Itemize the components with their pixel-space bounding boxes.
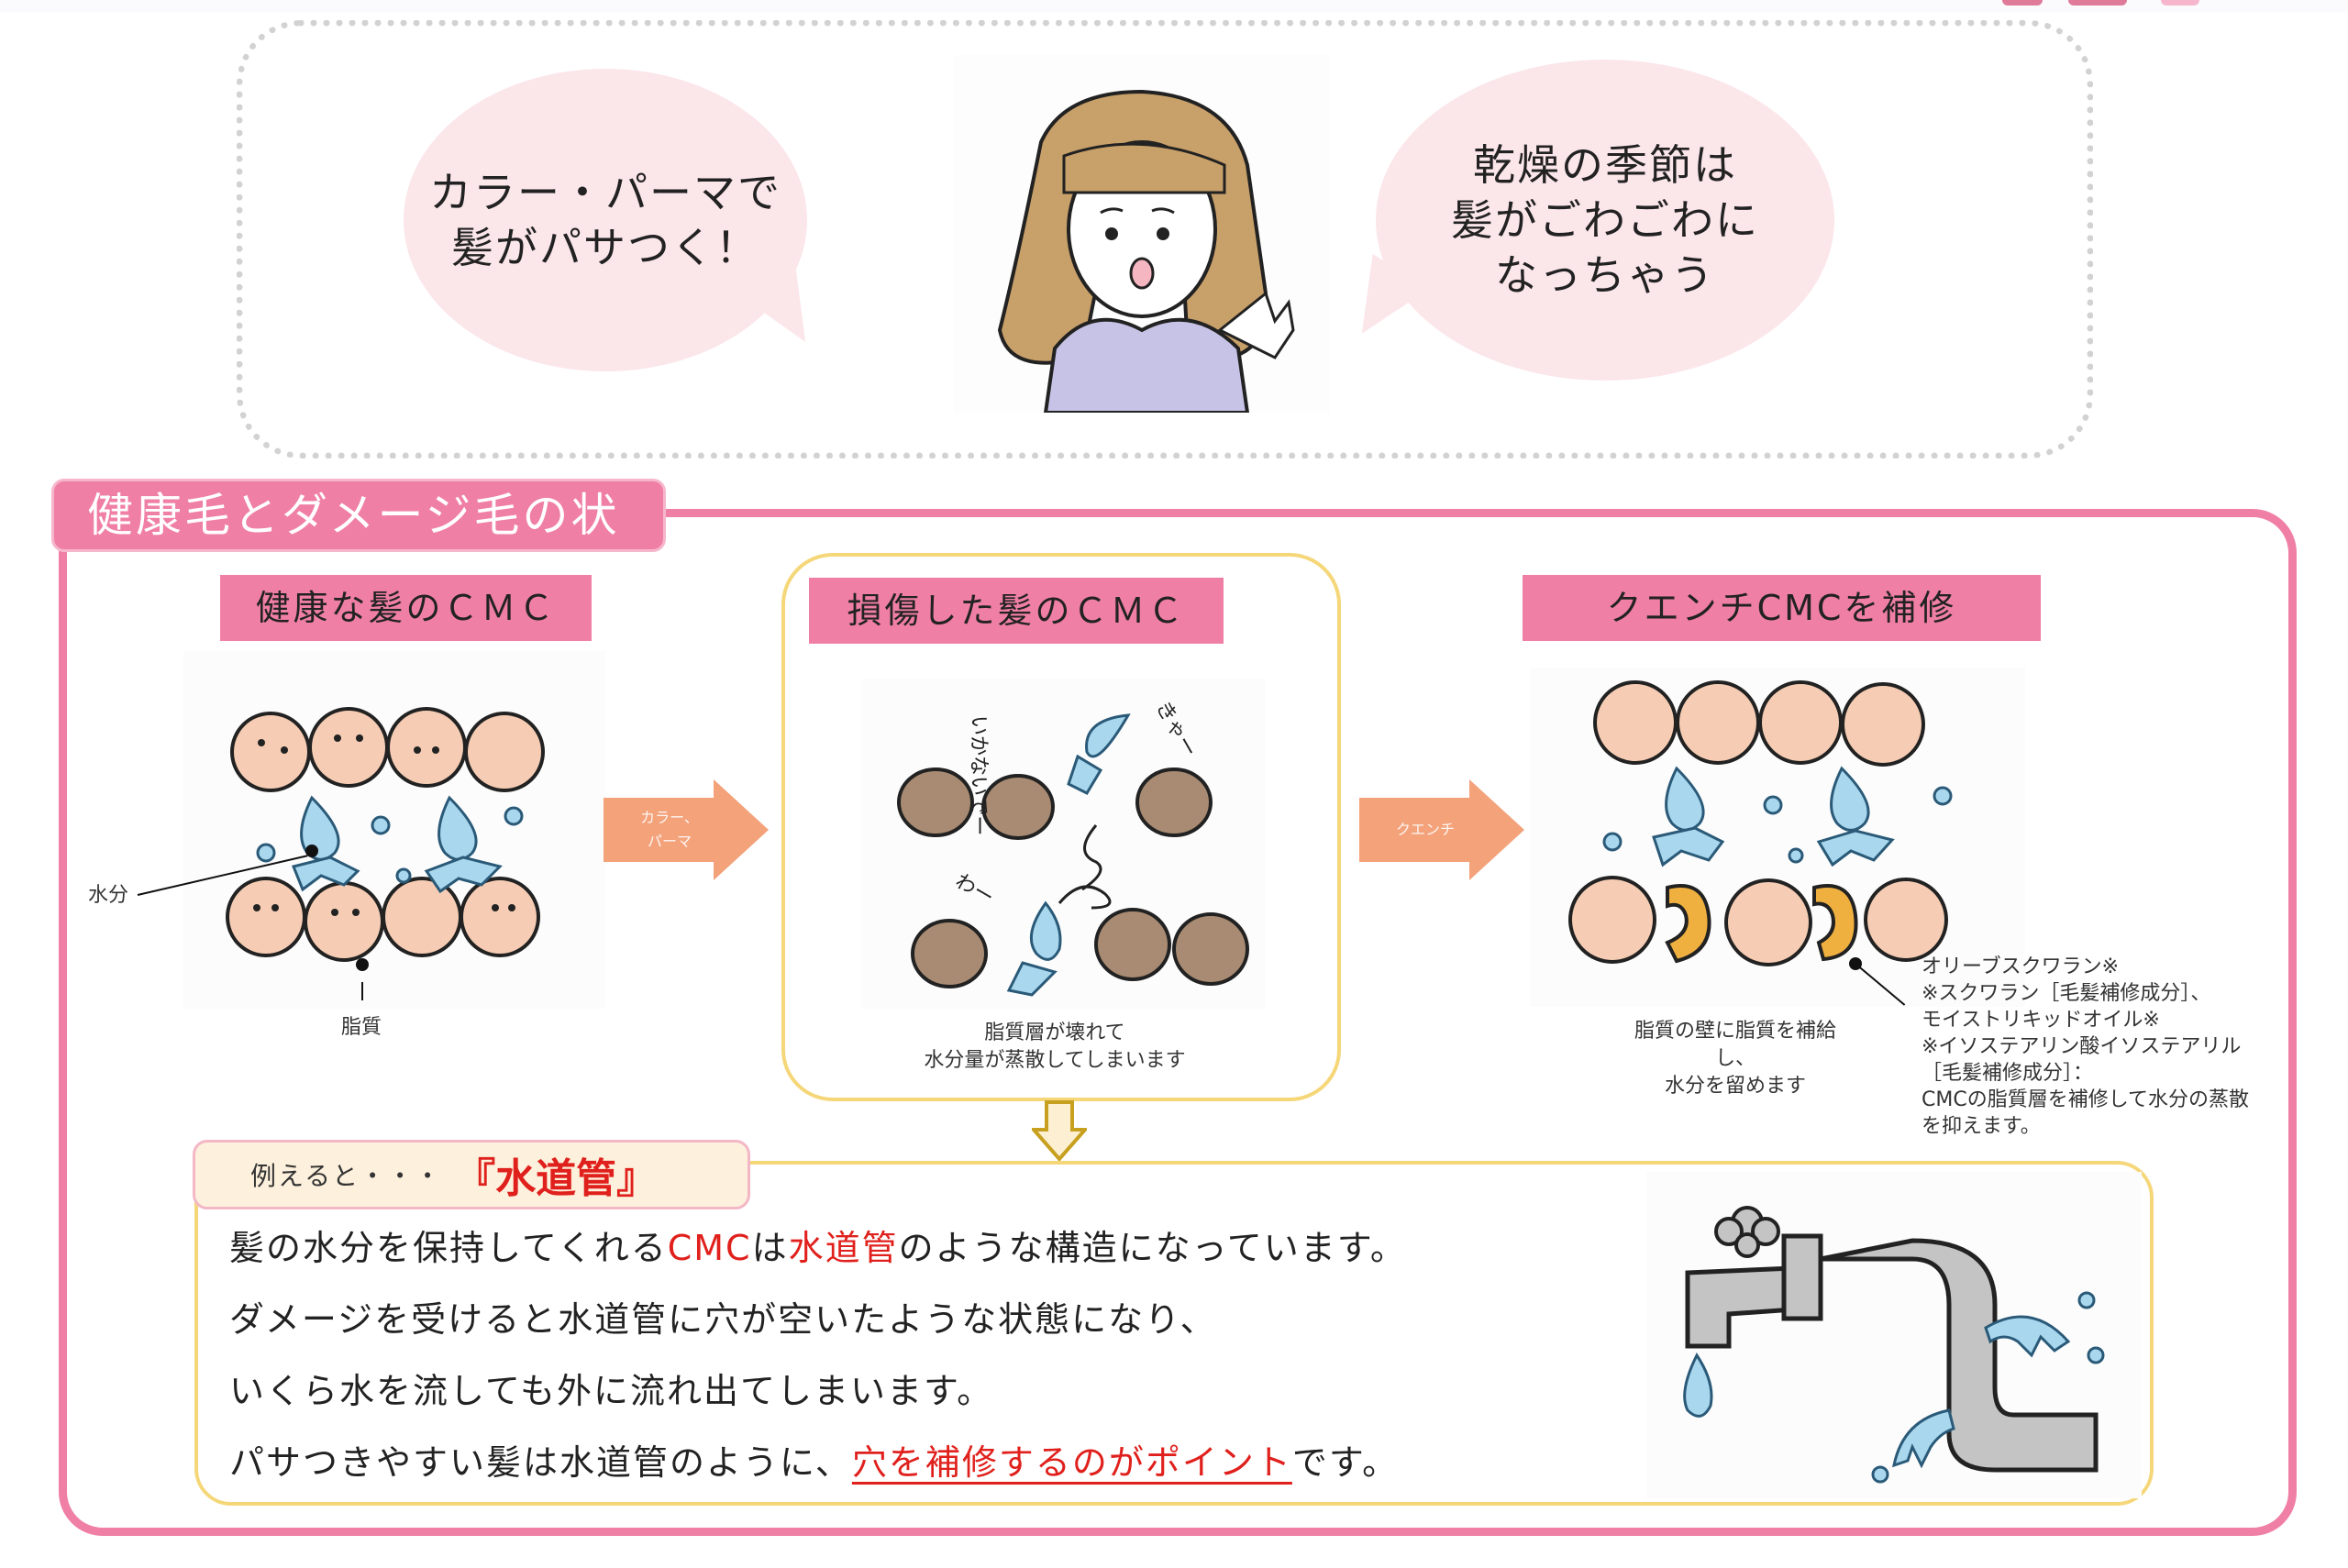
analogy-line-2: ダメージを受けると水道管に穴が空いたような状態になり、 [229,1299,1217,1340]
column-header-repair: クエンチCMCを補修 [1523,575,2041,641]
arrow-quench-label: クエンチ [1395,821,1455,838]
analogy-line-4: パサつきやすい髪は水道管のように、穴を補修するのがポイントです。 [229,1434,1399,1485]
damaged-caption: 脂質層が壊れて 水分量が蒸散してしまいます [924,1021,1186,1072]
damaged-speech-2: きゃー [1151,698,1202,762]
top-nav-tab[interactable] [2002,0,2043,6]
analogy-tag: 例えると・・・ 『水道管』 [193,1140,750,1209]
speech-bubble-right: 乾燥の季節は 髪がごわごわに なっちゃう [1376,60,1834,381]
top-strip [0,0,2348,13]
top-nav-tab[interactable] [2068,0,2127,6]
leader-dot [356,958,369,971]
worried-woman-illustration [954,55,1330,414]
analogy-line-1-text: のような構造になっています。 [898,1228,1407,1268]
healthy-cmc-illustration [183,651,605,1009]
analogy-line-1: 髪の水分を保持してくれるCMCは水道管のような構造になっています。 [229,1220,1407,1270]
leader-dot [305,845,318,857]
analogy-line-1-text: は [751,1228,789,1268]
damaged-column-frame [781,553,1341,1101]
column-header-damaged: 損傷した髪のＣＭＣ [809,578,1224,644]
analogy-box [194,1161,2154,1506]
leader-line [361,982,363,1000]
speech-bubble-left: カラー・パーマで 髪がパサつく！ [404,69,807,371]
analogy-tag-keyword: 『水道管』 [455,1155,658,1202]
top-nav-tab[interactable] [2161,0,2199,6]
analogy-line-1-text: 髪の水分を保持してくれる [229,1228,668,1268]
arrow-color-perm: カラー、 パーマ [604,779,769,880]
repaired-cmc-illustration [1530,668,2025,1007]
key-point-link[interactable]: 穴を補修するのがポイント [851,1442,1292,1483]
hair-state-frame [59,509,2297,1536]
label-lipid: 脂質 [341,1016,382,1039]
damaged-speech-1: いかないでー [967,715,990,835]
leaking-faucet-illustration [1646,1172,2142,1498]
highlight-cmc: CMC [667,1228,752,1268]
analogy-line-3: いくら水を流しても外に流れ出てしまいます。 [229,1371,994,1411]
analogy-tag-prefix: 例えると・・・ [250,1161,443,1191]
analogy-line-4-text: です。 [1291,1442,1400,1483]
damaged-speech-3: わー [951,870,998,911]
down-arrow-icon [1029,1100,1090,1163]
analogy-line-4-text: パサつきやすい髪は水道管のように、 [229,1442,852,1483]
arrow-color-perm-label: カラー、 パーマ [640,809,699,850]
ingredients-note: オリーブスクワラン※ ※スクワラン［毛髪補修成分］、 モイストリキッドオイル※ … [1922,955,2250,1138]
repair-caption: 脂質の壁に脂質を補給 し、 水分を留めます [1634,1020,1836,1098]
section-title: 健康毛とダメージ毛の状態 [51,479,666,610]
arrow-quench: クエンチ [1359,779,1524,880]
highlight-water-pipe: 水道管 [788,1228,899,1268]
label-water: 水分 [88,884,129,907]
speech-bubble-right-text: 乾燥の季節は 髪がごわごわに なっちゃう [1451,140,1759,300]
column-header-healthy: 健康な髪のＣＭＣ [220,575,592,641]
damaged-cmc-illustration: いかないでー きゃー わー [862,679,1266,1009]
speech-frame [237,20,2093,458]
speech-bubble-left-text: カラー・パーマで 髪がパサつく！ [429,168,781,272]
